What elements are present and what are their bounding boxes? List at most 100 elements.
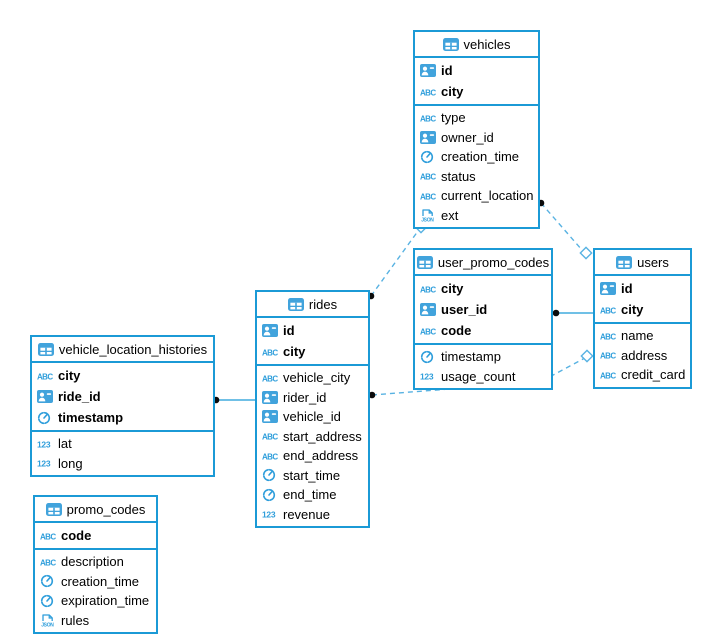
timestamp-type-icon [420,350,441,364]
table-header: users [595,250,690,276]
id-card-icon [420,303,441,316]
table-title: vehicle_location_histories [58,341,208,357]
string-type-icon: ABC [420,190,441,202]
columns-section: timestamp 123 usage_count [415,345,551,388]
table-header: vehicles [415,32,538,58]
svg-text:ABC: ABC [420,285,436,294]
table-title: users [637,254,669,270]
svg-text:ABC: ABC [40,532,56,541]
svg-text:123: 123 [420,372,434,382]
relationship-diamond [580,349,594,363]
field-name: revenue [283,506,330,522]
table-icon [442,37,459,51]
field-name: type [441,110,466,126]
svg-text:123: 123 [262,510,276,520]
field-name: current_location [441,188,534,204]
field-name: vehicle_city [283,370,351,386]
field-name: rider_id [283,389,327,405]
field-start_time: start_time [257,466,368,486]
svg-text:JSON: JSON [421,217,434,222]
svg-text:ABC: ABC [262,433,278,442]
table-title: user_promo_codes [437,254,550,270]
svg-text:ABC: ABC [600,352,616,361]
field-name: usage_count [441,368,516,384]
timestamp-type-icon [40,574,61,588]
field-name: status [441,168,476,184]
string-type-icon: ABC [40,556,61,568]
id-card-icon [262,410,283,424]
field-name: timestamp [441,349,501,365]
table-header: vehicle_location_histories [32,337,213,363]
timestamp-type-icon [262,468,283,482]
field-name: vehicle_id [283,409,341,425]
string-type-icon: ABC [420,112,441,124]
string-type-icon: ABC [420,283,441,295]
number-type-icon: 123 [420,370,441,382]
timestamp-type-icon [37,411,58,425]
number-type-icon: 123 [262,508,283,520]
table-title: rides [308,296,338,312]
string-type-icon: ABC [600,330,621,342]
field-status: ABC status [415,167,538,187]
table-header: promo_codes [35,497,156,523]
field-name: start_time [283,467,341,483]
field-ride_id: ride_id [32,386,213,407]
field-name: description [61,554,124,570]
svg-text:ABC: ABC [40,558,56,567]
field-name: credit_card [621,367,686,383]
field-name: long [58,455,83,471]
json-type-icon: JSON [420,208,441,223]
table-icon [616,255,633,269]
table-title: vehicles [463,36,511,52]
number-type-icon: 123 [37,457,58,469]
field-id: id [595,278,690,299]
string-type-icon: ABC [600,369,621,381]
table-header: user_promo_codes [415,250,551,276]
table-title: promo_codes [66,501,146,517]
svg-text:ABC: ABC [420,114,436,123]
field-name: end_address [283,448,359,464]
field-name: rules [61,612,90,628]
timestamp-type-icon [40,594,61,608]
field-name: code [61,528,92,543]
svg-text:ABC: ABC [420,173,436,182]
number-type-icon: 123 [37,438,58,450]
id-card-icon [600,282,621,295]
string-type-icon: ABC [262,450,283,462]
field-usage_count: 123 usage_count [415,367,551,387]
string-type-icon: ABC [600,304,621,316]
timestamp-type-icon [420,150,441,164]
id-card-icon [420,64,441,77]
field-user_id: user_id [415,299,551,320]
field-rider_id: rider_id [257,388,368,408]
field-code: ABC code [35,525,156,546]
field-name: name [621,328,654,344]
field-creation_time: creation_time [415,147,538,167]
field-name: owner_id [441,129,494,145]
field-name: id [283,323,295,338]
string-type-icon: ABC [262,346,283,358]
id-card-icon [262,390,283,404]
string-type-icon: ABC [600,349,621,361]
